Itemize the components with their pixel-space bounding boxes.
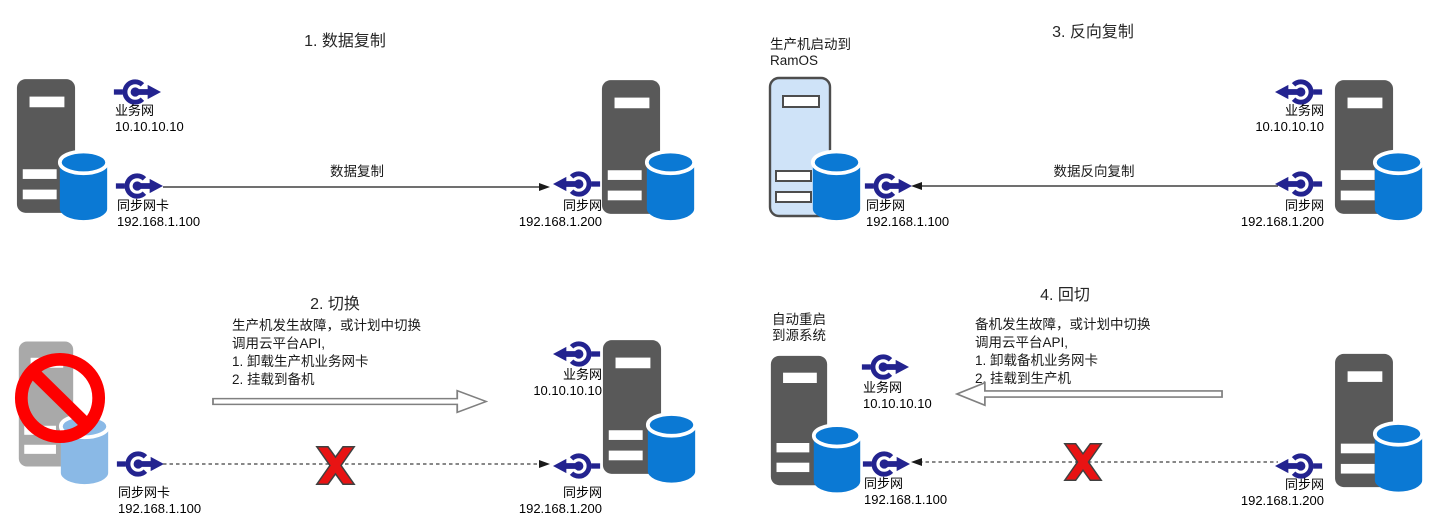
nic-ip: 192.168.1.200 [518,501,602,516]
q3-standby-business-nic-label: 业务网 10.10.10.10 [1209,103,1324,135]
q2-standby-sync-nic-icon [552,450,602,482]
q1-replication-arrow [163,183,550,191]
nic-ip: 192.168.1.100 [866,214,950,229]
q1-standby-sync-nic-icon [552,168,602,200]
q4-production-database-icon [811,422,863,496]
note-line: 调用云平台API, [232,336,326,351]
note-line: 2. 挂载到备机 [232,372,315,387]
q2-standby-business-nic-icon [552,338,602,370]
q2-note: 生产机发生故障，或计划中切换 调用云平台API, 1. 卸载生产机业务网卡 2.… [232,317,421,389]
nic-name: 同步网 [1284,198,1324,213]
nic-name: 业务网 [863,380,903,395]
nic-ip: 192.168.1.100 [864,492,948,507]
q4-standby-sync-nic-label: 同步网 192.168.1.200 [1209,477,1324,509]
q1-standby-database-icon [644,149,697,223]
q1-business-nic-label: 业务网 10.10.10.10 [115,103,184,135]
q2-standby-sync-nic-label: 同步网 192.168.1.200 [487,485,602,517]
note-line: 备机发生故障，或计划中切换 [975,317,1151,332]
q3-standby-sync-nic-icon [1274,168,1324,200]
q2-broken-x-icon [312,444,359,487]
q2-sync-nic-icon [115,448,165,480]
note-line: 生产机启动到 [770,37,851,52]
nic-ip: 192.168.1.100 [118,501,202,516]
note-line: 到源系统 [772,328,826,343]
q4-title: 4. 回切 [1040,287,1090,304]
note-line: 1. 卸载生产机业务网卡 [232,354,369,369]
note-line: 调用云平台API, [975,335,1069,350]
q1-title: 1. 数据复制 [304,33,386,50]
q3-flow-label: 数据反向复制 [1053,164,1135,179]
nic-name: 同步网卡 [118,485,171,500]
q3-sync-nic-label: 同步网 192.168.1.100 [866,198,949,230]
note-line: 2. 挂载到生产机 [975,371,1072,386]
note-line: 自动重启 [772,312,826,327]
nic-ip: 10.10.10.10 [1255,119,1324,134]
nic-name: 同步网 [864,476,904,491]
nic-name: 同步网卡 [117,198,170,213]
q3-reverse-replication-arrow [911,182,1278,190]
q4-switchback-block-arrow [956,381,1223,407]
q4-business-nic-label: 业务网 10.10.10.10 [863,380,932,412]
nic-name: 同步网 [1284,477,1324,492]
q1-flow-label: 数据复制 [330,164,384,179]
q1-production-database-icon [57,149,110,223]
q4-broken-replication-line [911,458,1278,466]
q4-restart-note: 自动重启 到源系统 [772,312,826,344]
note-line: RamOS [770,53,819,68]
q4-business-nic-icon [860,351,910,383]
q4-standby-database-icon [1372,420,1425,495]
q2-sync-nic-label: 同步网卡 192.168.1.100 [118,485,201,517]
q2-standby-business-nic-label: 业务网 10.10.10.10 [487,367,602,399]
nic-ip: 10.10.10.10 [533,383,602,398]
nic-name: 业务网 [562,367,602,382]
q3-standby-database-icon [1372,149,1425,223]
q4-broken-x-icon [1060,441,1106,483]
q2-broken-replication-line [163,460,550,468]
nic-ip: 10.10.10.10 [863,396,932,411]
nic-name: 业务网 [115,103,155,118]
q2-switch-block-arrow [212,389,487,414]
nic-name: 同步网 [562,198,602,213]
nic-name: 同步网 [562,485,602,500]
q1-standby-sync-nic-label: 同步网 192.168.1.200 [487,198,602,230]
q3-title: 3. 反向复制 [1052,24,1134,41]
note-line: 生产机发生故障，或计划中切换 [232,318,421,333]
q1-sync-nic-label: 同步网卡 192.168.1.100 [117,198,200,230]
nic-ip: 192.168.1.200 [518,214,602,229]
q4-note: 备机发生故障，或计划中切换 调用云平台API, 1. 卸载备机业务网卡 2. 挂… [975,316,1151,388]
nic-name: 业务网 [1284,103,1324,118]
nic-ip: 10.10.10.10 [115,119,184,134]
q4-sync-nic-label: 同步网 192.168.1.100 [864,476,947,508]
q2-standby-database-icon [645,411,698,486]
nic-ip: 192.168.1.200 [1240,214,1324,229]
q3-standby-sync-nic-label: 同步网 192.168.1.200 [1209,198,1324,230]
nic-ip: 192.168.1.200 [1240,493,1324,508]
q2-prohibition-icon [13,351,107,445]
q3-ramos-note: 生产机启动到 RamOS [770,37,851,69]
note-line: 1. 卸载备机业务网卡 [975,353,1099,368]
nic-name: 同步网 [866,198,906,213]
q2-title: 2. 切换 [310,296,360,313]
q3-production-database-icon [810,149,863,223]
nic-ip: 192.168.1.100 [117,214,201,229]
